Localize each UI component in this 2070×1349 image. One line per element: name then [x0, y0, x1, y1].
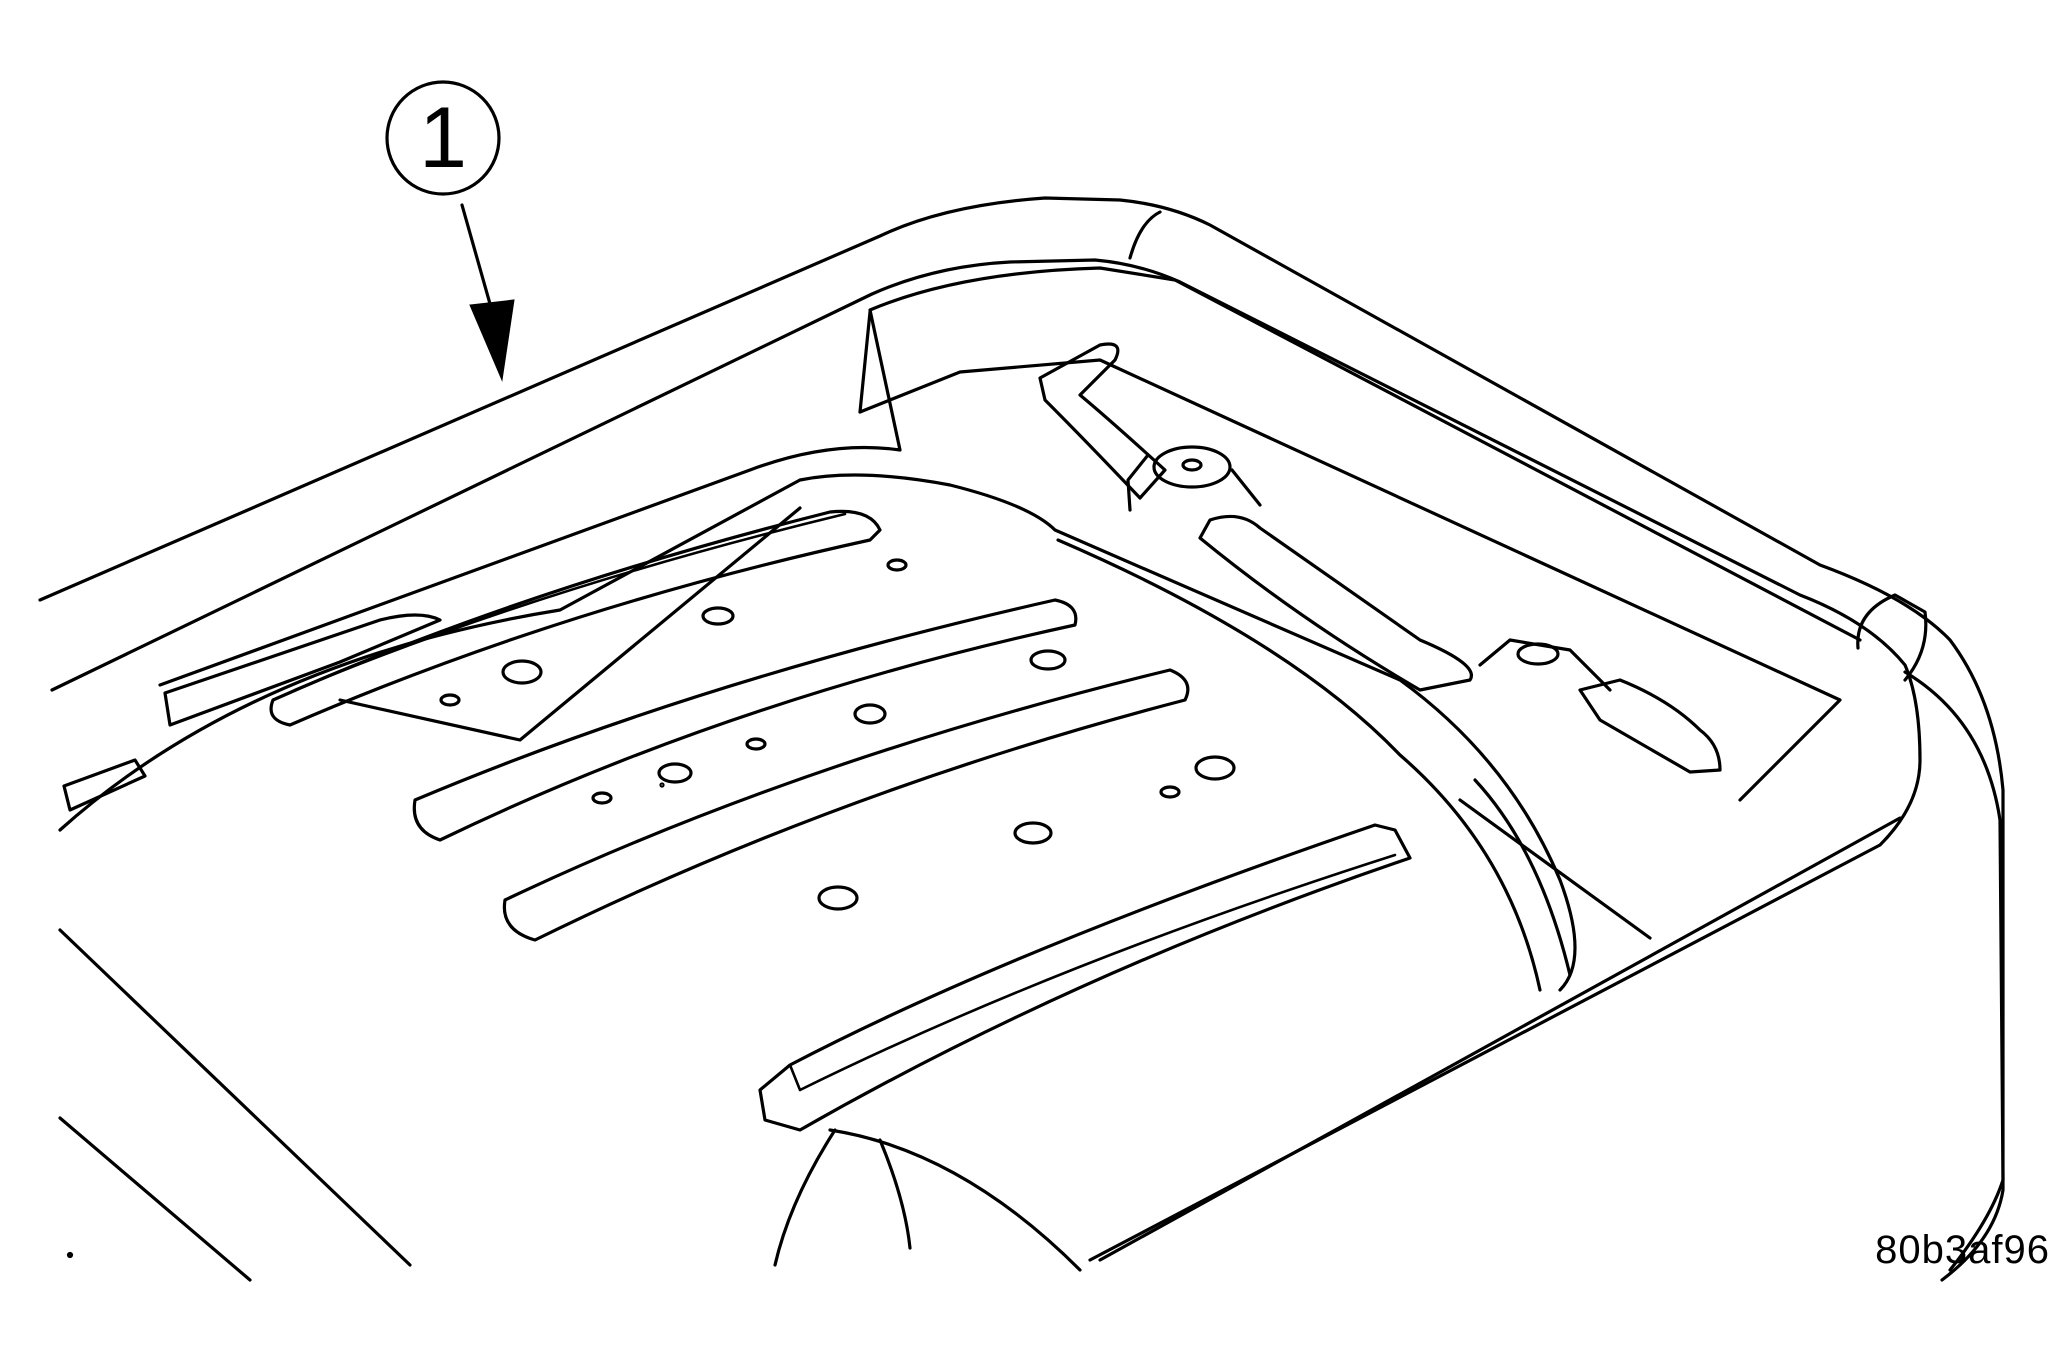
back-ledge-front [858, 310, 872, 414]
seat-slat-4-face [788, 853, 1397, 1092]
seat-pan-right-wall [1056, 538, 1542, 992]
stray-dot [66, 1251, 74, 1259]
pan-hole [745, 737, 767, 751]
pan-lower-curve-3 [878, 1138, 912, 1250]
callout-number-label: 1 [419, 90, 467, 186]
rim-right-cap [1856, 593, 1928, 682]
pan-lower-curve-2 [773, 1128, 837, 1267]
seat-slat-1-top [293, 512, 847, 692]
callout-arrow-head [469, 299, 515, 382]
pan-hole [1194, 755, 1236, 781]
right-mount-bracket [1478, 638, 1612, 692]
back-rail-2 [1198, 514, 1473, 692]
left-rail-1 [163, 613, 442, 727]
callout-circle [385, 80, 501, 196]
pan-hole [591, 791, 613, 805]
callout-arrow-shaft [460, 203, 496, 320]
pan-outer-rim-inner-line [50, 258, 1922, 1262]
pan-hole [701, 606, 735, 626]
seat-slat-3 [502, 668, 1190, 942]
pan-lower-curve [828, 1128, 1082, 1272]
center-mount-right [1230, 468, 1262, 507]
center-mount-boss [1152, 445, 1232, 489]
seat-slat-4 [758, 823, 1412, 1132]
rim-back-cap [1128, 210, 1162, 260]
pan-hole [657, 762, 693, 784]
pan-hole [1013, 821, 1053, 845]
pan-outer-rim [38, 196, 2005, 1282]
seat-pan-right-wall-2 [1458, 798, 1652, 940]
left-rail-2 [62, 758, 147, 812]
back-rail-1 [1038, 342, 1167, 500]
pan-front-edge-left [58, 928, 412, 1267]
back-ledge [158, 266, 1862, 687]
right-edge-curve [1903, 670, 2005, 1272]
pan-front-edge-left-2 [58, 1116, 252, 1282]
pan-hole [886, 558, 908, 572]
figure-code-label: 80b3af96 [1875, 1228, 2050, 1272]
center-mount-hole [1181, 458, 1203, 472]
center-mount-base [1126, 453, 1150, 512]
pan-hole [501, 659, 543, 685]
pan-hole [439, 693, 461, 707]
seat-slat-2 [412, 598, 1078, 842]
seat-pan-right-wall-3 [1473, 778, 1572, 977]
pan-hole [817, 885, 859, 911]
pan-hole [659, 782, 665, 788]
pan-hole [1159, 785, 1181, 799]
pan-front-right [1098, 816, 1902, 1262]
seat-pan-surface [58, 473, 1577, 992]
back-ledge-face [858, 358, 1842, 802]
pan-hole [1029, 649, 1067, 671]
back-rail-3 [1578, 678, 1722, 774]
seat-pan-surface-inner [338, 506, 802, 742]
pan-hole [853, 703, 887, 725]
seat-slat-1 [269, 509, 882, 727]
